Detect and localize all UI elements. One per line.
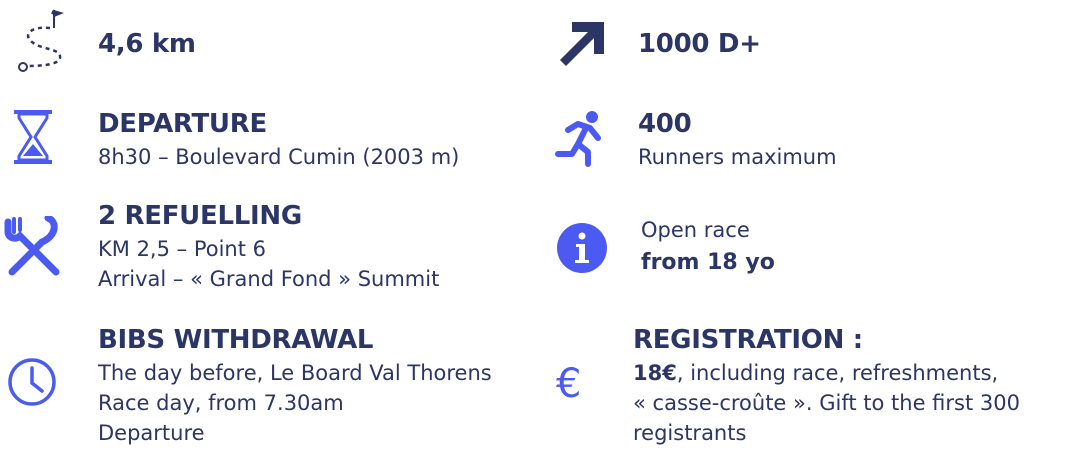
registration-line-3: registrants	[633, 421, 747, 445]
registration-price: 18€	[633, 361, 677, 385]
info-icon	[557, 223, 607, 273]
bibs-line-3: Departure	[98, 421, 205, 445]
open-race-line-2: from 18 yo	[641, 250, 775, 275]
refuelling-title: 2 REFUELLING	[98, 201, 302, 231]
hourglass-icon	[14, 110, 52, 164]
elevation-value: 1000 D+	[638, 29, 761, 59]
registration-line-1: 18€, including race, refreshments,	[633, 358, 998, 388]
route-icon	[18, 9, 64, 72]
refuelling-line-1: KM 2,5 – Point 6	[98, 237, 266, 261]
bibs-line-1: The day before, Le Board Val Thorens	[98, 361, 492, 385]
departure-line: 8h30 – Boulevard Cumin (2003 m)	[98, 145, 460, 169]
bibs-line-2: Race day, from 7.30am	[98, 391, 344, 415]
registration-title: REGISTRATION :	[633, 325, 863, 355]
distance-value: 4,6 km	[98, 29, 196, 59]
arrow-up-right-icon	[560, 22, 604, 66]
euro-icon: €	[556, 361, 582, 407]
refuelling-line-2: Arrival – « Grand Fond » Summit	[98, 267, 440, 291]
registration-line-1-rest: , including race, refreshments,	[676, 361, 999, 385]
clock-icon	[8, 358, 56, 406]
runner-icon	[555, 111, 601, 167]
registration-line-2: « casse-croûte ». Gift to the first 300	[633, 391, 1020, 415]
open-race-line-1: Open race	[641, 218, 750, 242]
runners-line: Runners maximum	[638, 145, 837, 169]
runners-title: 400	[638, 109, 692, 139]
departure-title: DEPARTURE	[98, 109, 267, 139]
fork-knife-icon	[4, 216, 60, 276]
bibs-title: BIBS WITHDRAWAL	[98, 325, 374, 355]
